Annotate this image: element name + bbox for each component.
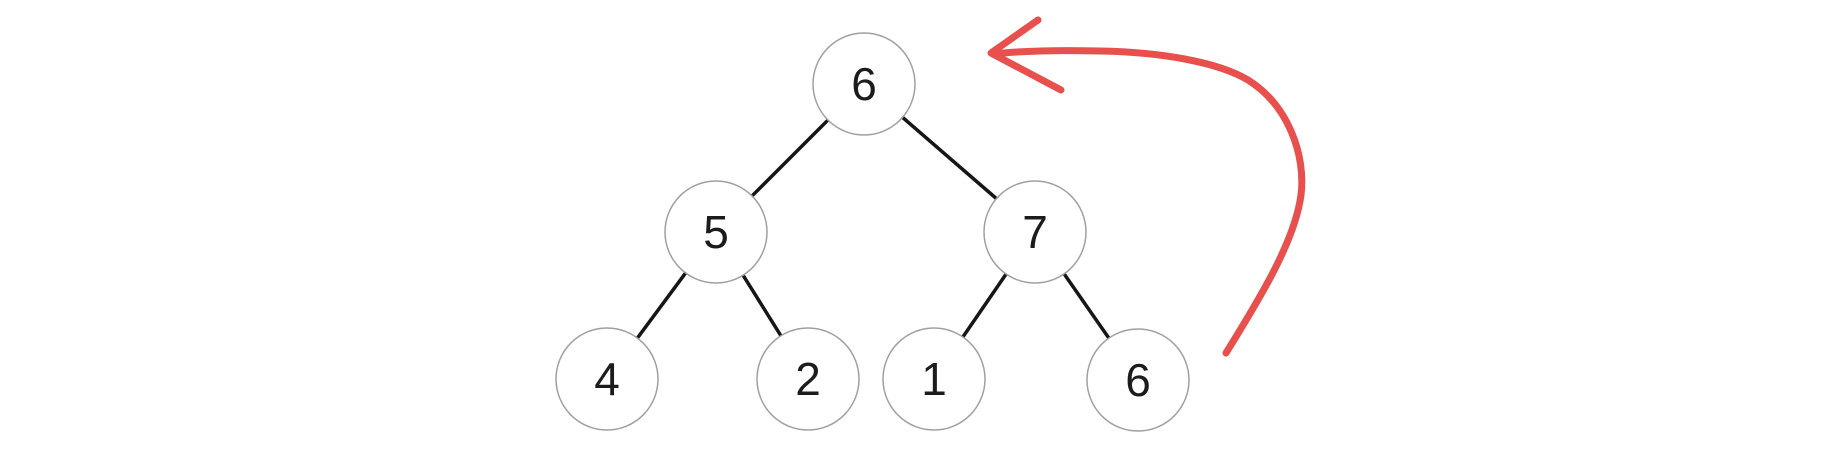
tree-edge-R-RR [1062, 272, 1111, 340]
tree-node-label-root: 6 [851, 58, 877, 110]
tree-node-LL: 4 [555, 327, 659, 431]
tree-node-LR: 2 [756, 327, 860, 431]
red-arrow-head-icon [987, 16, 1065, 94]
tree-node-R: 7 [983, 180, 1087, 284]
tree-node-root: 6 [812, 32, 916, 136]
tree-node-circle-LL [555, 327, 659, 431]
tree-node-label-LL: 4 [594, 353, 620, 405]
tree-node-circle-R [983, 180, 1087, 284]
tree-edge-L-LL [635, 271, 688, 340]
annotation-layer [987, 16, 1306, 357]
tree-node-RR: 6 [1086, 328, 1190, 432]
tree-node-label-RL: 1 [921, 353, 947, 405]
tree-node-label-LR: 2 [795, 353, 821, 405]
tree-edge-root-R [900, 115, 999, 201]
tree-node-label-RR: 6 [1125, 354, 1151, 406]
tree-node-circle-L [664, 180, 768, 284]
tree-node-circle-root [812, 32, 916, 136]
tree-node-L: 5 [664, 180, 768, 284]
tree-node-RL: 1 [882, 327, 986, 431]
tree-nodes-layer: 6 5 7 4 2 1 6 [555, 32, 1190, 432]
tree-edge-L-LR [741, 273, 783, 338]
tree-edges-layer [635, 115, 1111, 340]
red-arrow-curve [990, 47, 1306, 357]
tree-node-label-R: 7 [1022, 206, 1048, 258]
tree-edge-root-L [750, 118, 830, 198]
tree-node-label-L: 5 [703, 206, 729, 258]
tree-node-circle-LR [756, 327, 860, 431]
tree-edge-R-RL [961, 272, 1008, 339]
tree-node-circle-RL [882, 327, 986, 431]
tree-node-circle-RR [1086, 328, 1190, 432]
